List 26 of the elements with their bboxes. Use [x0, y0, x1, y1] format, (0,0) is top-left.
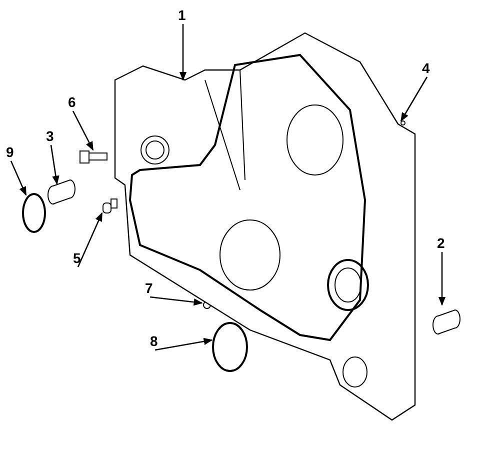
leader-line: [179, 24, 187, 81]
leader-line: [400, 76, 428, 122]
plug-drawing: [102, 198, 118, 214]
leader-line: [77, 212, 103, 268]
callout-number: 5: [73, 251, 81, 265]
leader-line: [438, 252, 446, 306]
bearing-drawing: [432, 310, 460, 334]
callout-number: 1: [178, 8, 186, 22]
leader-line: [150, 296, 203, 306]
leader-line: [10, 160, 27, 196]
callout-number: 9: [6, 145, 14, 159]
callout-number: 8: [150, 334, 158, 348]
callout-number: 6: [68, 95, 76, 109]
leader-line: [72, 110, 94, 151]
callout-number: 7: [145, 281, 153, 295]
leader-line: [50, 144, 60, 185]
o-ring: [22, 193, 46, 233]
callout-number: 2: [437, 236, 445, 250]
callout-number: 3: [46, 129, 54, 143]
seal-ring: [212, 322, 248, 372]
bearing-drawing: [48, 180, 76, 204]
capscrew-drawing: [80, 150, 108, 164]
callout-number: 4: [422, 61, 430, 75]
dowel-pin: [400, 120, 406, 126]
leader-line: [154, 338, 213, 351]
gear-cover-drawing: [114, 32, 416, 421]
